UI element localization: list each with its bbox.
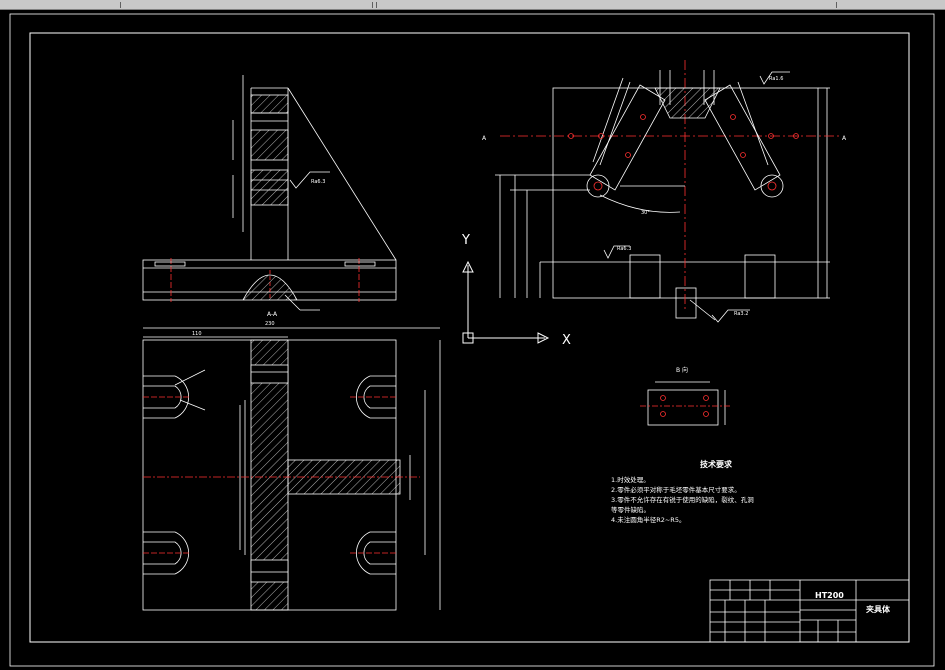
viewer-toolbar-strip xyxy=(0,0,945,10)
ucs-y-label: Y xyxy=(461,233,470,248)
dimension-text: 230 xyxy=(265,321,275,327)
part-name-text: 夹具体 xyxy=(866,604,891,614)
roughness-label: Ra1.6 xyxy=(769,76,783,82)
side-view: A-A Ra6.3 xyxy=(142,75,397,318)
dimension-text: 30° xyxy=(641,210,650,216)
toolbar-tick xyxy=(836,2,837,8)
dimension-text: 110 xyxy=(192,331,202,337)
roughness-label: Ra6.3 xyxy=(311,179,325,185)
front-view: Ra1.6 Ra6.3 Ra3.2 30° A A xyxy=(482,60,847,323)
technical-note-line: 4.未注圆角半径R2~R5。 xyxy=(611,516,686,524)
view-b-label: B 向 xyxy=(676,366,688,374)
ucs-x-label: X xyxy=(562,333,571,348)
roughness-label: Ra3.2 xyxy=(734,311,748,317)
view-b: B 向 xyxy=(640,366,730,426)
material-text: HT200 xyxy=(815,591,844,600)
roughness-label: Ra6.3 xyxy=(617,246,631,252)
cut-label: A xyxy=(842,135,847,142)
sheet-outer-border xyxy=(9,13,935,667)
toolbar-tick xyxy=(120,2,121,8)
title-block: HT200 夹具体 xyxy=(709,579,910,643)
sheet-inner-border xyxy=(29,32,910,643)
cut-label: A xyxy=(482,135,487,142)
toolbar-tick xyxy=(376,2,377,8)
technical-note-line: 1.时效处理。 xyxy=(611,476,650,484)
technical-note-line: 3.零件不允许存在有锐于使用的缺陷，裂纹、孔洞 xyxy=(611,496,754,504)
toolbar-tick xyxy=(372,2,373,8)
ucs-icon: Y X xyxy=(461,233,571,348)
section-label-text: A-A xyxy=(267,311,278,318)
technical-notes: 技术要求 1.时效处理。 2.零件必须平对称于毛坯零件基本尺寸要求。 3.零件不… xyxy=(611,460,781,525)
technical-notes-title: 技术要求 xyxy=(700,460,732,469)
top-view: 110 230 xyxy=(142,321,441,611)
technical-note-line: 2.零件必须平对称于毛坯零件基本尺寸要求。 xyxy=(611,486,741,494)
technical-note-line: 等零件缺陷。 xyxy=(611,506,650,514)
